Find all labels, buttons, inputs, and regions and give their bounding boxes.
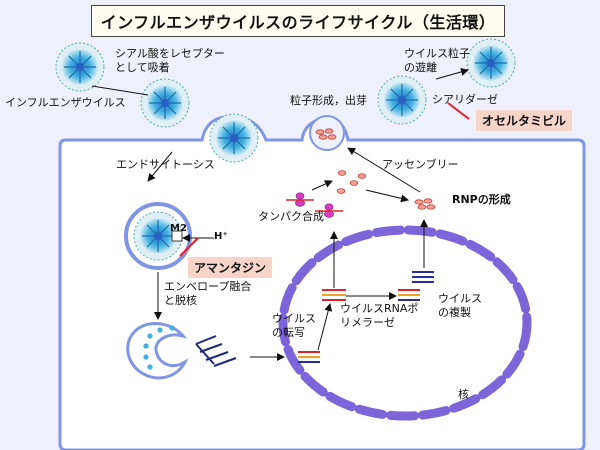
- nucleus-envelope: [278, 225, 532, 421]
- amantadine-drug: アマンタジン: [188, 257, 273, 278]
- oseltamivir-drug: オセルタミビル: [476, 110, 573, 131]
- assembly-label: アッセンブリー: [382, 158, 459, 171]
- free-virus-icon: [55, 42, 105, 92]
- rnp-label: RNPの形成: [452, 193, 511, 206]
- release-label: ウイルス粒子の遊離: [404, 47, 470, 74]
- oseltamivir-inhibitor: [447, 102, 470, 120]
- virus-label: インフルエンザウイルス: [5, 96, 126, 109]
- released-virus-icon: [377, 75, 427, 125]
- translation-arrow: [311, 180, 333, 191]
- budding-in-virus-icon: [209, 113, 259, 163]
- protein-synthesis-label: タンパク合成: [258, 210, 324, 223]
- to-mrna-arrow: [317, 303, 333, 351]
- transcription-strands: [298, 351, 320, 363]
- mrna-strands: [322, 289, 346, 301]
- uncoating-label: エンベロープ融合と脱核: [164, 280, 252, 307]
- m2-label: M2: [170, 223, 187, 234]
- replicated-strands: [398, 289, 420, 301]
- assembly-arrow: [347, 147, 421, 193]
- binding-label: シアル酸をレセプターとして吸着: [115, 47, 225, 74]
- polymerase-label: ウイルスRNAポリメラーゼ: [340, 302, 419, 329]
- transcription-label: ウイルスの転写: [272, 312, 316, 339]
- endocytosis-arrow: [147, 151, 173, 182]
- attached-virus-icon: [140, 78, 190, 128]
- genome-strands: [412, 271, 434, 283]
- uncoating-crescent: [126, 322, 189, 380]
- protein-to-rnp-arrow: [365, 189, 409, 203]
- endocytosis-label: エンドサイトーシス: [116, 158, 215, 171]
- amantadine-inhibitor: [179, 237, 199, 257]
- diagram-title: インフルエンザウイルスのライフサイクル（生活環）: [91, 5, 505, 37]
- viral-rna-segments: [195, 335, 237, 367]
- nucleus-label: 核: [458, 388, 469, 401]
- release-arrow: [435, 68, 469, 80]
- neuraminidase-label: シアリダーゼ: [432, 93, 498, 106]
- released-rnp-dots: [143, 325, 175, 370]
- replication-label: ウイルスの複製: [438, 292, 482, 319]
- proton-label: H⁺: [214, 231, 228, 242]
- budding-label: 粒子形成，出芽: [290, 94, 367, 107]
